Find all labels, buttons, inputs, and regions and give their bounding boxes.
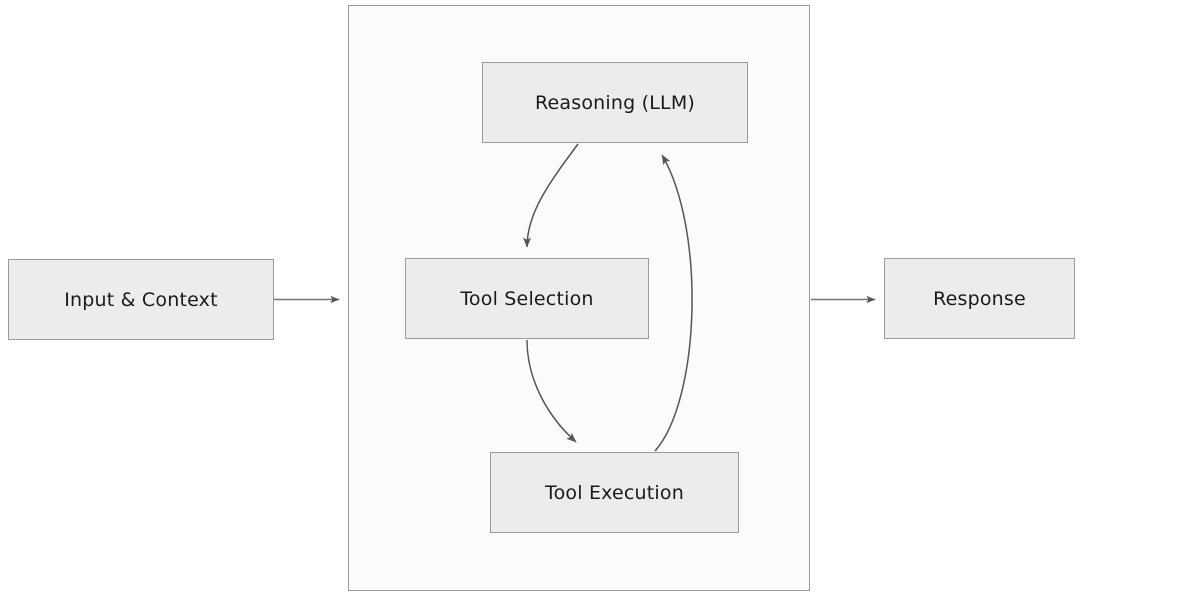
node-tool-execution[interactable]: Tool Execution [490,452,739,533]
node-tool-selection-label: Tool Selection [460,287,594,310]
node-reasoning-llm-label: Reasoning (LLM) [534,91,696,114]
node-input-context[interactable]: Input & Context [8,259,274,340]
node-input-context-label: Input & Context [64,288,218,311]
node-response[interactable]: Response [884,258,1075,339]
node-tool-selection[interactable]: Tool Selection [405,258,649,339]
node-reasoning-llm[interactable]: Reasoning (LLM) [482,62,748,143]
node-response-label: Response [933,287,1026,310]
node-tool-execution-label: Tool Execution [545,481,684,504]
